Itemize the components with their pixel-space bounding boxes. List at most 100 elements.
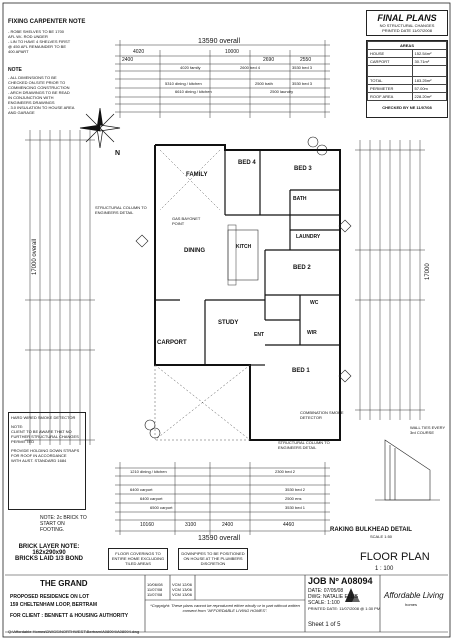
room-bed2: BED 2 <box>293 265 311 271</box>
dim-overall-top: 13590 overall <box>198 38 241 45</box>
legend-line: HARD WIRED SMOKE DETECTOR <box>11 415 76 420</box>
fixing-note-title: FIXING CARPENTER NOTE <box>8 19 86 25</box>
sheet-label: Sheet <box>308 622 324 628</box>
brick-layer-note: BRICK LAYER NOTE: 162x290x90 BRICKS LAID… <box>10 544 88 562</box>
final-plans-title: FINAL PLANS <box>377 13 437 23</box>
brick-layer-size: 162x290x90 <box>32 550 66 556</box>
legend-line: WITH AUST. STANDARD 1684 <box>11 458 67 463</box>
sheet-total: 5 <box>337 622 341 628</box>
area-label: ROOF AREA <box>367 92 413 101</box>
room-bed3: BED 3 <box>294 166 312 172</box>
room-dining: DINING <box>184 248 205 254</box>
proposed-line: PROPOSED RESIDENCE ON LOT <box>10 594 90 600</box>
dim: 3530 bed 2 <box>285 487 306 492</box>
note-gas-bayonet: GAS BAYONET POINT <box>172 216 201 226</box>
sheet-of: of <box>330 622 336 628</box>
dim: 10160 <box>140 522 154 528</box>
final-plans-line1: NO STRUCTURAL CHANGES <box>379 23 435 28</box>
room-family: FAMILY <box>186 172 208 178</box>
area-label: TOTAL <box>367 76 413 85</box>
design-name: THE GRAND <box>40 579 88 588</box>
dim: 2690 <box>263 57 275 63</box>
dim: 1210 dining / kitchen <box>130 469 167 474</box>
dim: 4020 <box>133 49 145 55</box>
drawn-by: DWG: NATALIE ELLIS <box>308 594 359 600</box>
dim-overall-right: 17000 <box>425 263 431 280</box>
copyright-note: *Copyright: These plans cannot be reprod… <box>150 603 300 613</box>
dim: 3530 bed 1 <box>285 505 306 510</box>
legend-line: PROVIDE HOLDING DOWN STRAPS <box>11 448 80 453</box>
legend-line: PERMITTED <box>11 439 35 444</box>
checked-by: CHECKED BY NE 11/07/08 <box>382 105 432 110</box>
company-logo <box>345 588 360 602</box>
final-plans-line2: PRINTED DATE 11/07/2008 <box>382 28 432 33</box>
company-name: Affordable Living <box>384 591 444 600</box>
dim: 3530 bed 3 <box>292 65 313 70</box>
area-value: 30.71m² <box>411 57 448 66</box>
dim-overall-left: 17000 overall <box>32 238 38 275</box>
dim: 2500 bath <box>255 81 273 86</box>
dim: 2600 bed 4 <box>240 65 261 70</box>
legend-line: NOTE: <box>11 424 24 429</box>
note-combination-smoke: COMBINATION SMOKE DETECTOR <box>300 410 344 420</box>
room-bed1: BED 1 <box>292 368 310 374</box>
note-wall-ties: WALL TIES EVERY 3rd COURSE <box>410 425 446 435</box>
area-value: 152.54m² <box>411 49 448 58</box>
floor-plan-title: FLOOR PLAN <box>360 551 430 563</box>
room-kitchen: KITCH <box>236 244 252 250</box>
brick-layer-bond: BRICKS LAID 1/3 BOND <box>14 556 83 562</box>
dim: 6400 carport <box>140 496 163 501</box>
room-laundry: LAUNDRY <box>296 234 321 240</box>
area-label: CARPORT <box>367 57 413 66</box>
dim: 4460 <box>283 522 295 528</box>
dim: 6500 carport <box>150 505 173 510</box>
brick-layer-title: BRICK LAYER NOTE: <box>18 544 80 550</box>
note-structural-column-bottom: STRUCTURAL COLUMN TO ENGINEERS DETAIL <box>278 440 330 450</box>
room-bath: BATH <box>293 196 307 202</box>
area-value: 57.00m <box>411 84 448 93</box>
areas-header: AREAS <box>367 41 447 50</box>
area-value: 183.25m² <box>411 76 448 85</box>
downpipes-note: DOWNPIPES TO BE POSITIONED ON HOUSE AT T… <box>178 548 248 570</box>
dim: 3100 <box>185 522 197 528</box>
room-carport: CARPORT <box>157 340 187 346</box>
raking-bulkhead-title: RAKING BULKHEAD DETAIL <box>330 527 412 533</box>
legend-line: CLIENT TO BE AWARE THAT NO <box>11 429 72 434</box>
dim: 4020 family <box>180 65 201 70</box>
room-bed4: BED 4 <box>238 160 256 166</box>
sheet-current: 1 <box>325 622 329 628</box>
job-details: DATE: 07/05/08 DWG: NATALIE ELLIS SCALE:… <box>308 588 380 612</box>
general-note-title: NOTE <box>8 67 22 73</box>
sheet-number: Sheet 1 of 5 <box>308 622 340 628</box>
dim: 5310 dining / kitchen <box>165 81 202 86</box>
dim: 2500 laundry <box>270 89 294 94</box>
note-structural-column: STRUCTURAL COLUMN TO ENGINEERS DETAIL <box>95 205 147 215</box>
dim: 2400 <box>222 522 234 528</box>
room-ent: ENT <box>254 332 264 338</box>
room-study: STUDY <box>218 320 239 326</box>
final-plans-stamp: FINAL PLANS NO STRUCTURAL CHANGES PRINTE… <box>366 10 448 36</box>
drawing-scale: SCALE: 1:100 <box>308 600 340 606</box>
address-line: 159 CHELTENHAM LOOP, BERTRAM <box>10 602 98 608</box>
compass-north-label: N <box>115 150 121 157</box>
raking-bulkhead-scale: SCALE 1:50 <box>370 534 393 539</box>
dim: 2500 ens <box>285 496 302 501</box>
legend-box: HARD WIRED SMOKE DETECTOR NOTE: CLIENT T… <box>8 412 86 510</box>
dim: 6610 dining / kitchen <box>175 89 212 94</box>
printed-date: PRINTED DATE: 11/07/2008 @ 1:30 PM <box>308 606 381 611</box>
dim: 2550 <box>300 57 312 63</box>
company-sub: homes <box>405 602 418 607</box>
dim: 3530 bed 3 <box>292 81 313 86</box>
area-value: 228.20m² <box>411 92 448 101</box>
job-date: DATE: 07/05/08 <box>308 588 344 594</box>
client-line: FOR CLIENT : BENNETT & HOUSING AUTHORITY <box>10 613 129 619</box>
dim: 2400 <box>122 57 134 63</box>
floor-coverings-note: FLOOR COVERINGS TO ENTIRE HOME EXCLUDING… <box>108 548 168 570</box>
north-compass <box>79 107 121 149</box>
